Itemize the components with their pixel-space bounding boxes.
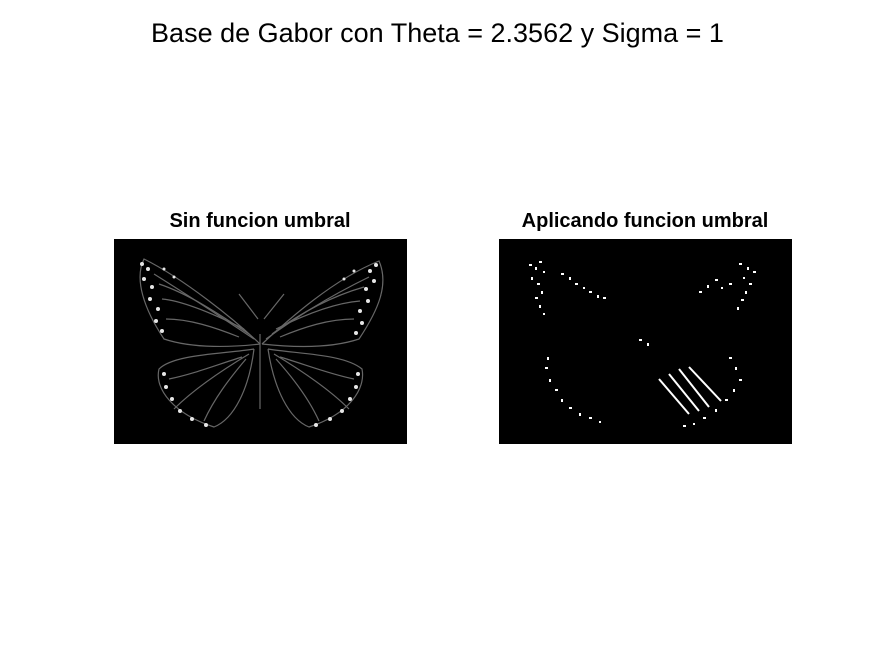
right-panel-title: Aplicando funcion umbral <box>521 210 769 232</box>
butterfly-edges-graphic <box>139 258 384 428</box>
figure-title: Base de Gabor con Theta = 2.3562 y Sigma… <box>151 18 724 48</box>
butterfly-threshold-graphic <box>529 261 756 427</box>
left-panel-title: Sin funcion umbral <box>169 210 351 232</box>
gabor-filtered-image <box>114 239 407 444</box>
thresholded-image <box>499 239 792 444</box>
